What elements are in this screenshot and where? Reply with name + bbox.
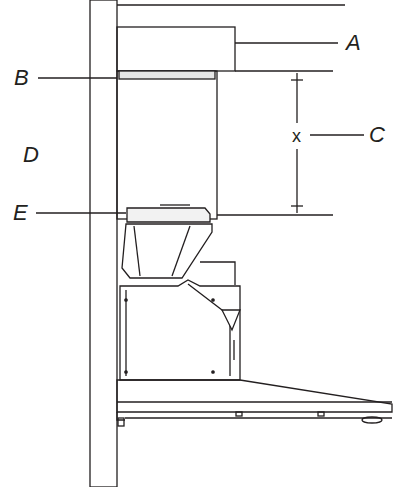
dimension-line: [296, 149, 297, 213]
hood-edge: [117, 401, 392, 402]
callout-letter: C: [368, 123, 386, 147]
hood-light: [236, 412, 242, 416]
duct-fold: [134, 226, 140, 276]
hood-knob: [362, 417, 382, 423]
motor-housing: [120, 280, 240, 380]
dimension-label: x: [291, 124, 302, 148]
callout-letter: A: [345, 31, 362, 55]
duct-top: [119, 71, 215, 79]
bracket-tab: [160, 204, 190, 205]
hood-canopy: [117, 380, 392, 412]
callout-letter: D: [22, 143, 40, 167]
callout-letter: E: [12, 201, 29, 225]
leader-line: [38, 77, 117, 78]
hood-clip: [118, 418, 124, 426]
hood-light: [318, 412, 324, 416]
duct-cover: [117, 71, 217, 219]
extension-line: [235, 70, 333, 71]
motor-panel: [188, 284, 230, 376]
callout-letter: B: [13, 66, 30, 90]
hood-bottom: [125, 417, 392, 418]
motor-detail: [233, 340, 234, 360]
leader-line: [310, 134, 364, 135]
leader-line: [36, 212, 126, 213]
duct-transition: [122, 224, 212, 278]
extension-line: [217, 214, 333, 215]
leader-line: [235, 42, 338, 43]
motor-detail: [125, 290, 126, 376]
dimension-tick: [291, 205, 303, 206]
motor-clip: [222, 310, 240, 330]
motor-top: [200, 262, 235, 285]
wall: [90, 0, 117, 487]
cabinet: [117, 27, 235, 71]
mounting-bracket: [127, 208, 210, 222]
duct-fold: [172, 226, 190, 276]
dimension-tick: [291, 79, 303, 80]
ceiling-line: [117, 4, 345, 5]
